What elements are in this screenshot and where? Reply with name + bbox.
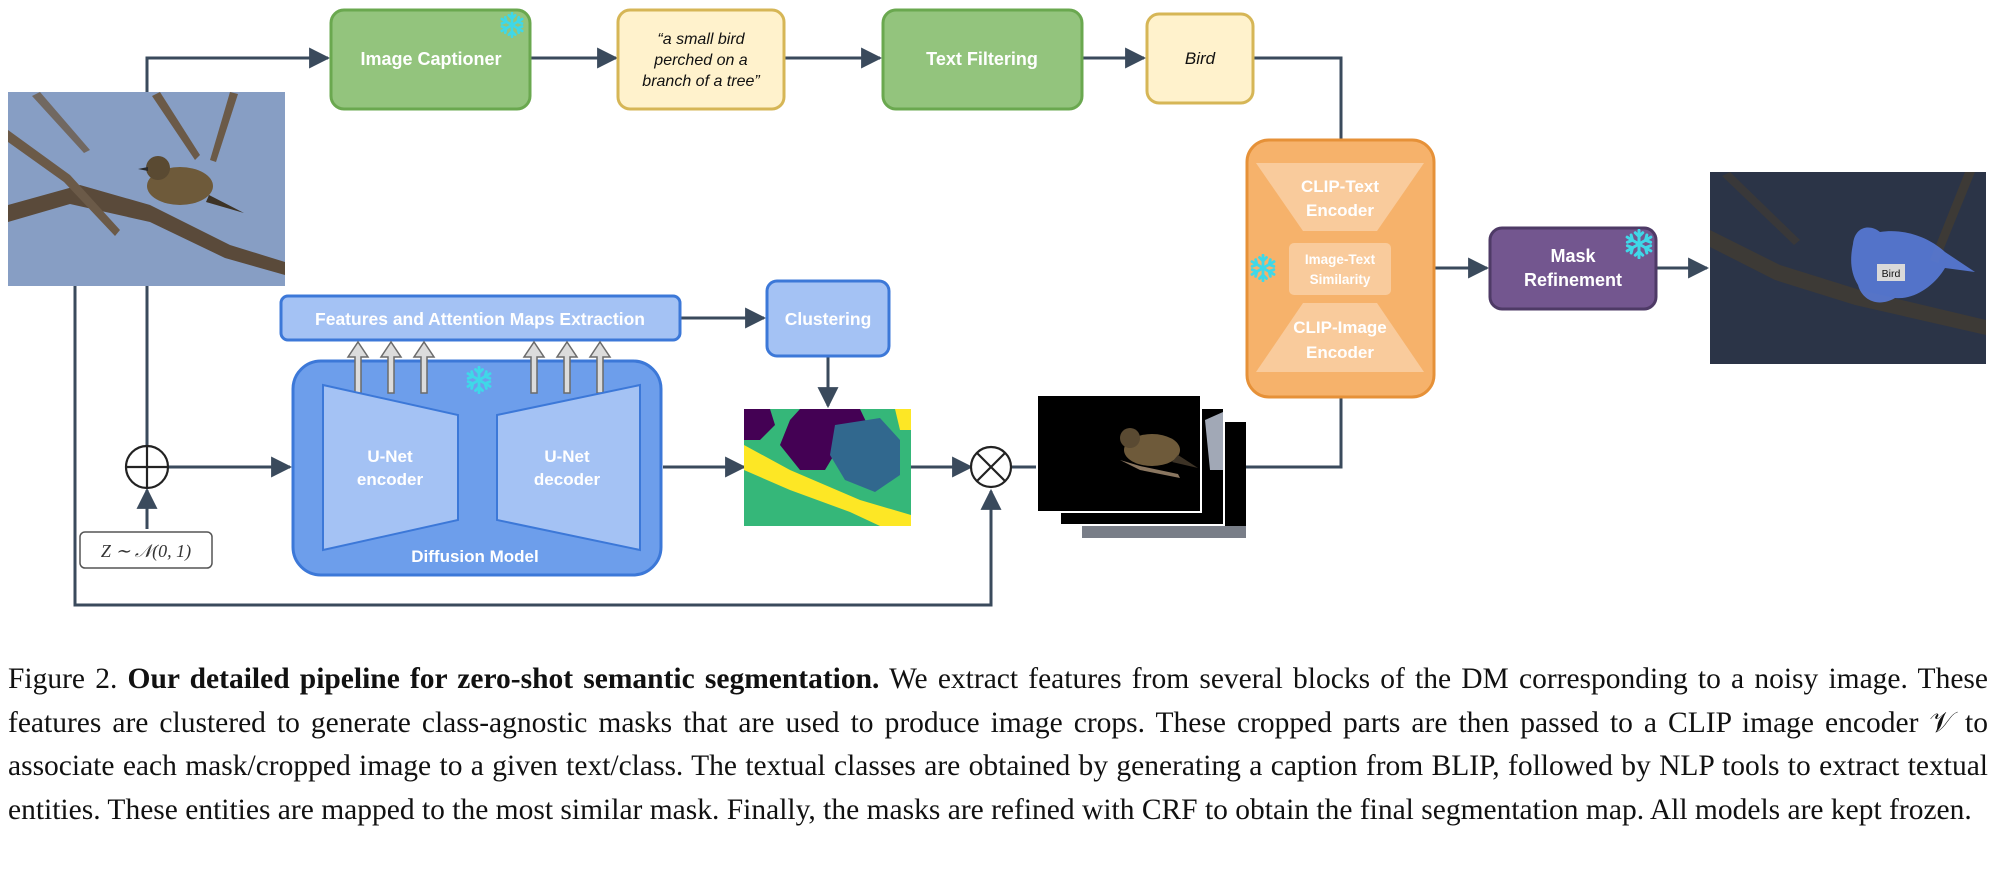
input-image: [8, 92, 285, 286]
features-extraction-label: Features and Attention Maps Extraction: [315, 309, 645, 329]
generated-caption-note: “a small bird perched on a branch of a t…: [616, 8, 786, 111]
image-captioner-label: Image Captioner: [360, 49, 501, 69]
image-captioner-box: Image Captioner: [329, 8, 532, 111]
text-filtering-label: Text Filtering: [926, 49, 1038, 69]
output-tag-label: Bird: [1882, 268, 1901, 280]
caption-line-1: “a small bird: [657, 31, 745, 48]
add-operator: [124, 444, 170, 490]
similarity-line-2: Similarity: [1310, 272, 1371, 287]
class-word-label: Bird: [1185, 49, 1216, 68]
noise-label: Z ∼ 𝒩(0, 1): [101, 541, 191, 562]
figure-label: Figure 2.: [8, 663, 118, 695]
feature-tap-arrows: [346, 340, 612, 394]
mask-refinement-line-2: Refinement: [1524, 270, 1622, 290]
arrow-class-to-clip-text: [1253, 56, 1352, 166]
masked-crops-stack: [1036, 394, 1246, 538]
caption-line-3: branch of a tree”: [642, 73, 760, 90]
clip-image-line-2: Encoder: [1306, 343, 1374, 362]
unet-encoder-shape: [322, 383, 459, 552]
clip-module: CLIP-Text Encoder Image-Text Similarity …: [1245, 138, 1436, 399]
clip-image-encoder-shape: [1256, 303, 1424, 372]
unet-decoder-line-1: U-Net: [544, 447, 590, 466]
multiply-operator: [969, 445, 1013, 489]
clustering-label: Clustering: [785, 309, 872, 329]
text-filtering-box: Text Filtering: [881, 8, 1084, 111]
similarity-line-1: Image-Text: [1305, 252, 1376, 267]
mask-refinement-box: Mask Refinement: [1488, 226, 1658, 311]
output-segmentation-image: Bird: [1710, 172, 1986, 364]
arrow-input-to-captioner: [145, 47, 331, 92]
mask-refinement-line-1: Mask: [1550, 246, 1596, 266]
clip-text-line-2: Encoder: [1306, 201, 1374, 220]
arrow-input-skip-to-multiply: [73, 286, 1002, 607]
cluster-map-image: [744, 409, 911, 526]
clip-image-line-1: CLIP-Image: [1293, 318, 1387, 337]
features-extraction-box: Features and Attention Maps Extraction: [279, 294, 682, 342]
output-tag-box: [1877, 264, 1905, 281]
clustering-box: Clustering: [765, 279, 891, 358]
clip-text-encoder-shape: [1256, 163, 1424, 231]
diffusion-model-box: U-Net encoder U-Net decoder Diffusion Mo…: [291, 340, 663, 577]
unet-decoder-line-2: decoder: [534, 470, 601, 489]
connectors: [73, 47, 1710, 607]
unet-encoder-line-1: U-Net: [367, 447, 413, 466]
figure-caption: Figure 2. Our detailed pipeline for zero…: [8, 658, 1988, 832]
caption-line-2: perched on a: [653, 52, 748, 69]
arrow-crops-to-clip-image: [1245, 369, 1352, 469]
pipeline-diagram: Image Captioner “a small bird perched on…: [8, 8, 1986, 607]
unet-decoder-shape: [496, 383, 641, 552]
clip-text-line-1: CLIP-Text: [1301, 177, 1379, 196]
similarity-box: [1289, 243, 1391, 295]
caption-body: We extract features from several blocks …: [8, 663, 1988, 826]
class-word-note: Bird: [1145, 12, 1255, 105]
caption-lead: Our detailed pipeline for zero-shot sema…: [127, 663, 880, 695]
diffusion-model-label: Diffusion Model: [411, 547, 538, 566]
noise-input-box: Z ∼ 𝒩(0, 1): [79, 531, 213, 569]
unet-encoder-line-2: encoder: [357, 470, 424, 489]
